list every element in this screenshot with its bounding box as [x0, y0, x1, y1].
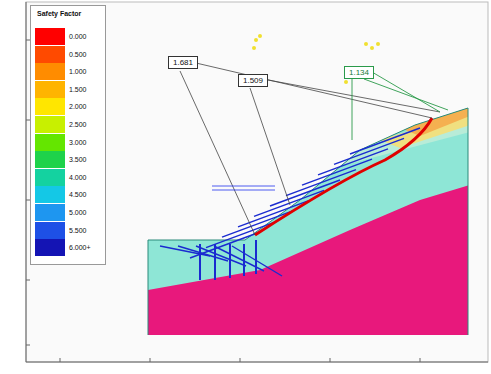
- ground-surface: [148, 108, 468, 240]
- model-boundary: [148, 240, 149, 335]
- legend-row: 0.500: [35, 46, 87, 63]
- legend-row: 5.000: [35, 204, 87, 221]
- legend-swatch: [35, 186, 65, 203]
- legend-value: 0.000: [69, 33, 87, 40]
- legend-row: 4.000: [35, 169, 87, 186]
- legend-value: 1.000: [69, 68, 87, 75]
- legend-box: Safety Factor 0.000 0.500 1.000 1.500 2.000 2.…: [30, 5, 106, 265]
- legend-swatch: [35, 169, 65, 186]
- safety-factor-box: 1.509: [238, 74, 268, 87]
- legend-value: 4.000: [69, 174, 87, 181]
- legend-swatch: [35, 116, 65, 133]
- legend-row: 1.000: [35, 63, 87, 80]
- safety-factor-value: 1.681: [173, 58, 193, 67]
- legend-row: 3.000: [35, 134, 87, 151]
- legend-swatch: [35, 63, 65, 80]
- legend-value: 2.000: [69, 103, 87, 110]
- legend-swatch: [35, 46, 65, 63]
- legend-value: 5.000: [69, 209, 87, 216]
- legend-swatch: [35, 134, 65, 151]
- legend-value: 4.500: [69, 191, 87, 198]
- plot-frame: [26, 2, 488, 362]
- legend-value: 0.500: [69, 51, 87, 58]
- model-boundary: [468, 108, 469, 335]
- legend-swatch: [35, 239, 65, 256]
- legend-swatch: [35, 98, 65, 115]
- legend-row: 1.500: [35, 81, 87, 98]
- legend-value: 6.000+: [69, 244, 91, 251]
- legend-value: 1.500: [69, 86, 87, 93]
- safety-factor-value: 1.509: [243, 76, 263, 85]
- legend-row: 0.000: [35, 28, 87, 45]
- critical-slip-surface: [255, 118, 432, 235]
- grid-marks: [212, 186, 275, 190]
- legend-value: 2.500: [69, 121, 87, 128]
- piles: [200, 240, 256, 280]
- legend-value: 3.000: [69, 139, 87, 146]
- legend-value: 5.500: [69, 227, 87, 234]
- x-axis: [26, 362, 488, 363]
- safety-factor-box: 1.681: [168, 56, 198, 69]
- slip-centre-symbols: [252, 34, 380, 84]
- legend-swatch: [35, 151, 65, 168]
- safety-factor-box: 1.134: [344, 66, 374, 79]
- legend-row: 2.000: [35, 98, 87, 115]
- soil-layers: [140, 100, 480, 340]
- legend-row: 3.500: [35, 151, 87, 168]
- legend-row: 6.000+: [35, 239, 91, 256]
- legend-swatch: [35, 81, 65, 98]
- legend-row: 4.500: [35, 186, 87, 203]
- legend-title: Safety Factor: [37, 10, 81, 17]
- y-axis: [26, 2, 27, 362]
- leader-lines: [180, 63, 440, 235]
- legend-swatch: [35, 28, 65, 45]
- safety-factor-value: 1.134: [349, 68, 369, 77]
- leader-lines: [352, 72, 448, 140]
- legend-value: 3.500: [69, 156, 87, 163]
- legend-swatch: [35, 204, 65, 221]
- legend-swatch: [35, 222, 65, 239]
- legend-row: 2.500: [35, 116, 87, 133]
- legend-row: 5.500: [35, 222, 87, 239]
